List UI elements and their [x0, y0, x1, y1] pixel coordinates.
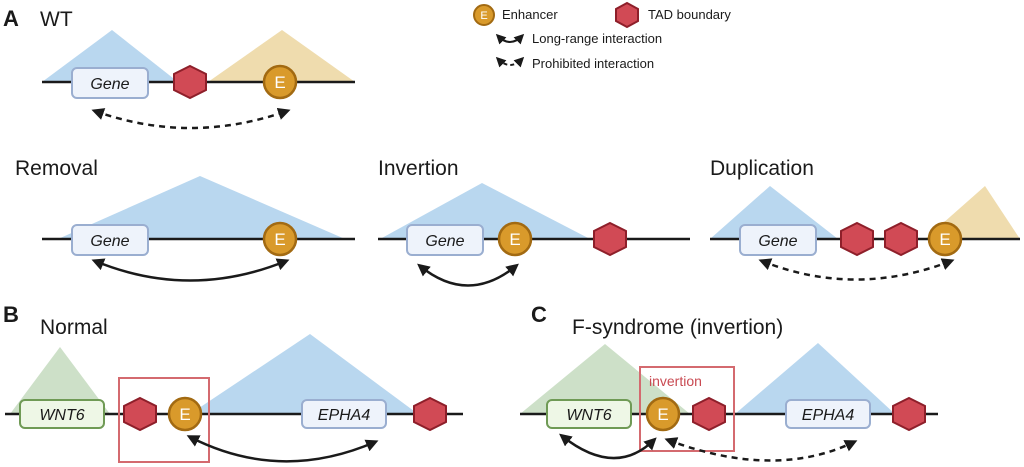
tad-boundary-icon: [692, 396, 726, 432]
enhancer-icon: [262, 64, 298, 100]
tad-boundary-icon: [840, 221, 874, 257]
prohibited-interaction-arrow: [91, 107, 291, 130]
gene-box: [739, 224, 817, 256]
wnt6-label: WNT6: [566, 407, 611, 424]
tad-boundary-icon: [593, 221, 627, 257]
panel-c-title: F-syndrome (invertion): [572, 316, 783, 339]
tad-domain-left: [520, 344, 690, 414]
epha4-label: EPHA4: [802, 407, 855, 424]
enhancer-icon: [167, 396, 203, 432]
long-range-interaction-arrow: [91, 258, 290, 282]
gene-label: Gene: [425, 233, 464, 250]
panel-c: C F-syndrome (invertion) invertion WNT6 …: [520, 302, 938, 462]
enhancer-letter: E: [939, 230, 950, 249]
legend-enhancer-label: Enhancer: [502, 7, 558, 22]
gene-label: Gene: [90, 233, 129, 250]
tad-domain-left: [10, 347, 110, 414]
invertion-title: Invertion: [378, 157, 459, 180]
tad-boundary-icon: [892, 396, 926, 432]
epha4-gene-box: [785, 399, 871, 429]
gene-box: [71, 67, 149, 99]
legend: E Enhancer TAD boundary Long-range inter…: [473, 1, 731, 71]
enhancer-letter: E: [657, 405, 668, 424]
enhancer-icon: [497, 221, 533, 257]
enhancer-icon: [645, 396, 681, 432]
enhancer-icon: [927, 221, 963, 257]
legend-tad-boundary-icon: [615, 1, 639, 29]
removal-scenario: Removal Gene E: [15, 157, 355, 282]
invertion-box-label: invertion: [649, 373, 702, 389]
legend-long-range-label: Long-range interaction: [532, 31, 662, 46]
tad-domain-right: [735, 343, 895, 414]
long-range-interaction-arrow: [186, 435, 379, 463]
tad-boundary-icon: [413, 396, 447, 432]
tad-boundary-duplicate-icon: [884, 221, 918, 257]
legend-tad-boundary-label: TAD boundary: [648, 7, 731, 22]
long-range-interaction-arrow: [559, 433, 657, 460]
panel-b-letter: B: [3, 302, 19, 327]
wnt6-gene-box: [546, 399, 632, 429]
enhancer-letter: E: [179, 405, 190, 424]
invertion-scenario: Invertion Gene E: [378, 157, 690, 287]
panel-a-title: WT: [40, 8, 73, 31]
legend-enhancer-icon: E: [473, 4, 495, 26]
panel-c-letter: C: [531, 302, 547, 327]
tad-domain-right: [190, 334, 418, 414]
legend-long-range-arrow-icon: [495, 33, 525, 45]
epha4-gene-box: [301, 399, 387, 429]
epha4-label: EPHA4: [318, 407, 371, 424]
enhancer-letter: E: [274, 73, 285, 92]
legend-prohibited-arrow-icon: [495, 56, 525, 68]
tad-boundary-icon: [173, 64, 207, 100]
enhancer-letter: E: [274, 230, 285, 249]
enhancer-icon: [262, 221, 298, 257]
enhancer-letter: E: [509, 230, 520, 249]
panel-a-letter: A: [3, 6, 19, 31]
legend-prohibited-label: Prohibited interaction: [532, 56, 654, 71]
gene-box: [71, 224, 149, 256]
panel-b: B Normal WNT6 E EPHA4: [3, 302, 463, 463]
removal-title: Removal: [15, 157, 98, 180]
duplication-title: Duplication: [710, 157, 814, 180]
legend-enhancer-letter: E: [480, 10, 487, 22]
tad-boundary-icon: [123, 396, 157, 432]
highlight-box: [118, 377, 210, 463]
long-range-interaction-arrow: [417, 263, 519, 287]
panel-b-title: Normal: [40, 316, 108, 339]
duplication-scenario: Duplication Gene E: [710, 157, 1020, 281]
prohibited-interaction-arrow: [664, 437, 858, 462]
tad-domain-right: [208, 30, 355, 82]
prohibited-interaction-arrow: [758, 258, 955, 281]
panel-a: A WT Gene E: [3, 6, 355, 130]
gene-label: Gene: [758, 233, 797, 250]
wnt6-label: WNT6: [39, 407, 84, 424]
wnt6-gene-box: [19, 399, 105, 429]
gene-label: Gene: [90, 76, 129, 93]
gene-box: [406, 224, 484, 256]
